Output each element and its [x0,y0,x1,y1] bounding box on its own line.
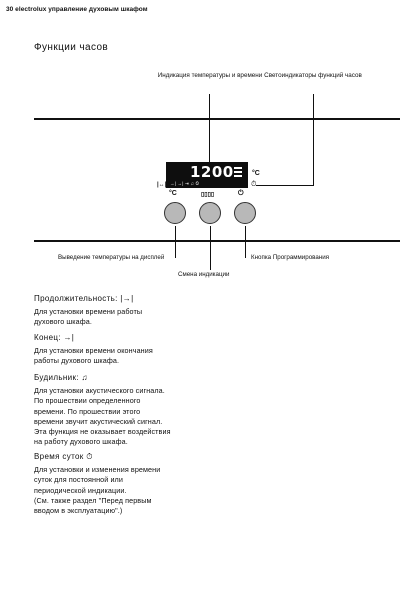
section-title: Функции часов [34,42,109,53]
clock-icon: ⏱ [251,181,257,188]
function-term-duration: Продолжительность: |→| [34,294,134,303]
temperature-button-label: °C [169,190,177,197]
display-function-indicators: →| →| ⇥ ♫ ⏲ [170,181,200,186]
temperature-display-button[interactable] [164,202,186,224]
clock-display: 1200 →| →| ⇥ ♫ ⏲ [166,162,248,188]
leader-line-display [209,94,211,162]
callout-change-indication: Смена индикации [178,271,230,278]
program-button[interactable] [234,202,256,224]
duration-icon: |↔| [157,182,167,188]
mode-button-label: ▯▯▯▯ [201,192,215,198]
callout-show-temperature: Выведение температуры на дисплей [58,254,165,261]
function-term-end: Конец: →| [34,333,75,342]
panel-top-line [34,118,400,120]
callout-temp-time-indicator: Индикация температуры и времени [157,72,263,79]
function-desc-alarm: Для установки акустического сигнала. По … [34,386,171,447]
display-time: 1200 [190,163,234,181]
display-segment-bars [234,167,242,180]
function-desc-duration: Для установки времени работы духового шк… [34,307,143,327]
function-desc-end: Для установки времени окончания работы д… [34,346,153,366]
celsius-icon: °C [252,170,260,177]
program-button-icon: ⏻ [238,190,244,197]
change-indication-button[interactable] [199,202,221,224]
function-term-time-of-day: Время суток ⏱ [34,452,93,461]
page-header: 30 electrolux управление духовым шкафом [6,6,148,13]
callout-program-button: Кнопка Программирования [251,254,330,261]
leader-line-program-button [245,226,247,258]
function-term-alarm: Будильник: ♫ [34,373,88,382]
function-desc-time-of-day: Для установки и изменения времени суток … [34,465,161,516]
leader-line-temp-button [175,226,177,258]
panel-bottom-line [34,240,400,242]
callout-clock-function-lights: Светоиндикаторы функций часов [264,72,362,79]
leader-line-lights-horizontal [256,185,314,187]
leader-line-lights [313,94,315,186]
leader-line-mode-button [210,226,212,270]
